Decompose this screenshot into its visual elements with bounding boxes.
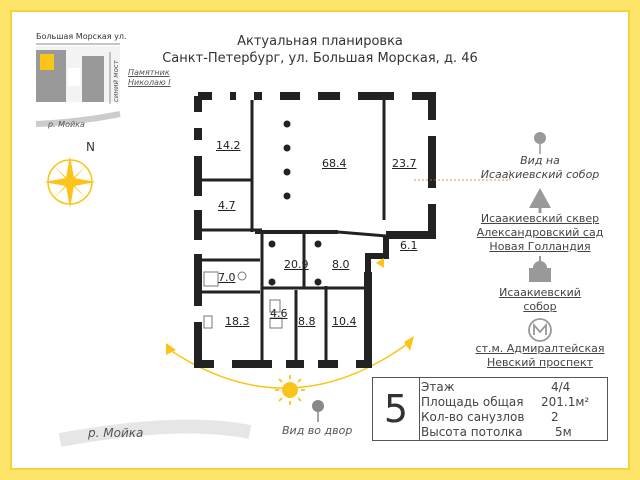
compass-icon: [44, 156, 96, 208]
entrance-arrow-icon: [376, 258, 384, 268]
minimap-bridge-label: синий мост: [112, 60, 120, 102]
info-label: Этаж: [421, 380, 455, 394]
info-value: 4/4: [551, 380, 571, 394]
compass-north-label: N: [86, 140, 95, 154]
info-label: Кол-во санузлов: [421, 410, 525, 424]
metro-icon: [528, 318, 552, 342]
info-row: Площадь общая 201.1м²: [421, 395, 605, 409]
room-area-label: 18.3: [225, 315, 250, 328]
yard-view-label: Вид во двор: [282, 424, 353, 437]
poi-metro-line[interactable]: Невский проспект: [487, 356, 593, 369]
sun-icon: [275, 375, 305, 405]
info-value: 2: [551, 410, 559, 424]
room-area-label: 4.6: [270, 307, 288, 320]
info-row: Кол-во санузлов 2: [421, 410, 605, 424]
room-area-label: 8.8: [298, 315, 316, 328]
room-area-label: 68.4: [322, 157, 347, 170]
room-area-label: 23.7: [392, 157, 417, 170]
poi-view: Вид на Исаакиевский собор: [470, 154, 610, 182]
tree-icon: [529, 188, 551, 213]
poi-metro-line[interactable]: ст.м. Адмиралтейская: [475, 342, 605, 355]
apartment-info-box: 5 Этаж 4/4 Площадь общая 201.1м² Кол-во са…: [372, 377, 608, 441]
plan-windows: [194, 92, 436, 368]
cathedral-icon: [529, 256, 551, 282]
poi-cathedral-line[interactable]: собор: [523, 300, 557, 313]
minimap-monument-label: Памятник Николаю I: [128, 68, 171, 87]
river-label: р. Мойка: [88, 426, 144, 440]
plan-address: Санкт-Петербург, ул. Большая Морская, д.…: [162, 51, 478, 66]
info-value: 5м: [555, 425, 572, 439]
info-row: Этаж 4/4: [421, 380, 605, 394]
view-pin-icon: [534, 132, 546, 154]
poi-places: Исаакиевский сквер Александровский сад Н…: [470, 212, 610, 254]
yard-view-pin-icon: [312, 400, 324, 422]
poi-metro: ст.м. Адмиралтейская Невский проспект: [470, 342, 610, 370]
room-area-label: 4.7: [218, 199, 236, 212]
poi-view-line: Исаакиевский собор: [480, 168, 600, 181]
floor-number: 5: [373, 378, 420, 440]
room-area-label: 14.2: [216, 139, 241, 152]
info-label: Площадь общая: [421, 395, 524, 409]
poi-place-link[interactable]: Новая Голландия: [489, 240, 591, 253]
plan-title: Актуальная планировка: [237, 34, 403, 49]
poi-cathedral-line[interactable]: Исаакиевский: [499, 286, 581, 299]
poi-place-link[interactable]: Александровский сад: [476, 226, 604, 239]
poi-place-link[interactable]: Исаакиевский сквер: [480, 212, 600, 225]
room-area-label: 6.1: [400, 239, 418, 252]
minimap-street-label: Большая Морская ул.: [36, 32, 127, 41]
minimap-river-label: р. Мойка: [48, 120, 85, 129]
plan-columns: [268, 120, 322, 286]
poi-cathedral: Исаакиевский собор: [470, 286, 610, 314]
room-area-label: 8.0: [332, 258, 350, 271]
room-area-label: 20.9: [284, 258, 309, 271]
info-value: 201.1м²: [541, 395, 590, 409]
room-area-label: 7.0: [218, 271, 236, 284]
info-label: Высота потолка: [421, 425, 523, 439]
minimap: [35, 43, 121, 127]
bathroom-fixtures: [203, 271, 283, 329]
info-row: Высота потолка 5м: [421, 425, 605, 439]
poi-view-line: Вид на: [520, 154, 560, 167]
room-area-label: 10.4: [332, 315, 357, 328]
